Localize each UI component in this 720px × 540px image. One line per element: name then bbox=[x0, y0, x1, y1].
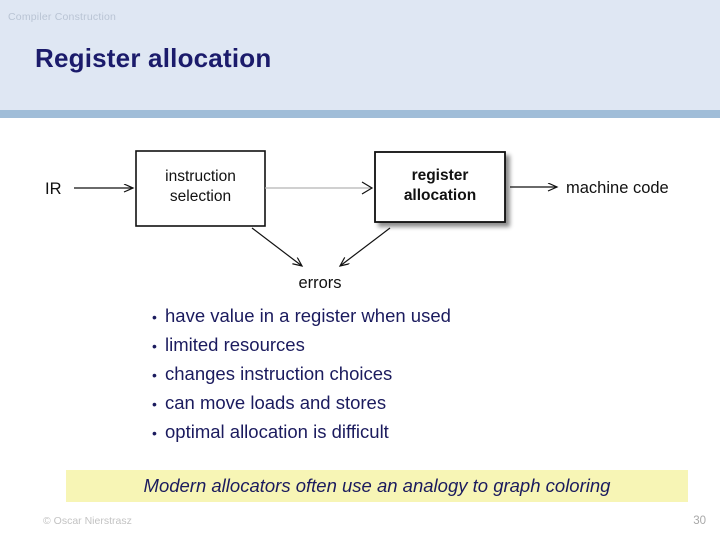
list-item-label: changes instruction choices bbox=[165, 363, 393, 384]
compiler-pipeline-diagram: IR instruction selection register alloca… bbox=[0, 118, 720, 303]
box-instruction-selection-line1: instruction bbox=[165, 168, 236, 185]
copyright-notice: © Oscar Nierstrasz bbox=[43, 515, 132, 527]
list-item-label: optimal allocation is difficult bbox=[165, 421, 389, 442]
list-item: • changes instruction choices bbox=[152, 363, 672, 392]
box-instruction-selection-line2: selection bbox=[170, 188, 231, 205]
bullet-marker-icon: • bbox=[152, 338, 157, 354]
list-item-label: can move loads and stores bbox=[165, 392, 387, 413]
diagram-output-label: machine code bbox=[566, 179, 669, 197]
deck-name: Compiler Construction bbox=[8, 11, 117, 23]
edge-instruction-selection-to-register-allocation-head bbox=[361, 181, 374, 195]
bullet-marker-icon: • bbox=[152, 367, 157, 383]
diagram-errors-label: errors bbox=[298, 274, 341, 292]
box-register-allocation bbox=[374, 151, 506, 223]
list-item: • have value in a register when used bbox=[152, 305, 672, 334]
list-item-label: limited resources bbox=[165, 334, 305, 355]
list-item: • can move loads and stores bbox=[152, 392, 672, 421]
box-instruction-selection bbox=[135, 150, 266, 227]
bullet-marker-icon: • bbox=[152, 309, 157, 325]
bullet-list: • have value in a register when used • l… bbox=[152, 305, 672, 450]
edge-register-allocation-to-errors bbox=[340, 227, 391, 266]
diagram-input-label: IR bbox=[45, 180, 62, 198]
highlight-callout: Modern allocators often use an analogy t… bbox=[66, 470, 688, 502]
highlight-callout-text: Modern allocators often use an analogy t… bbox=[143, 475, 611, 496]
list-item: • optimal allocation is difficult bbox=[152, 421, 672, 450]
edge-instruction-selection-to-errors bbox=[251, 227, 302, 266]
bullet-marker-icon: • bbox=[152, 425, 157, 441]
header-divider-rule bbox=[0, 110, 720, 118]
page-number: 30 bbox=[693, 515, 706, 527]
box-register-allocation-line1: register bbox=[412, 167, 469, 184]
box-register-allocation-line2: allocation bbox=[404, 187, 476, 204]
list-item-label: have value in a register when used bbox=[165, 305, 451, 326]
bullet-marker-icon: • bbox=[152, 396, 157, 412]
header-band bbox=[0, 0, 720, 110]
page-title: Register allocation bbox=[35, 43, 272, 73]
list-item: • limited resources bbox=[152, 334, 672, 363]
